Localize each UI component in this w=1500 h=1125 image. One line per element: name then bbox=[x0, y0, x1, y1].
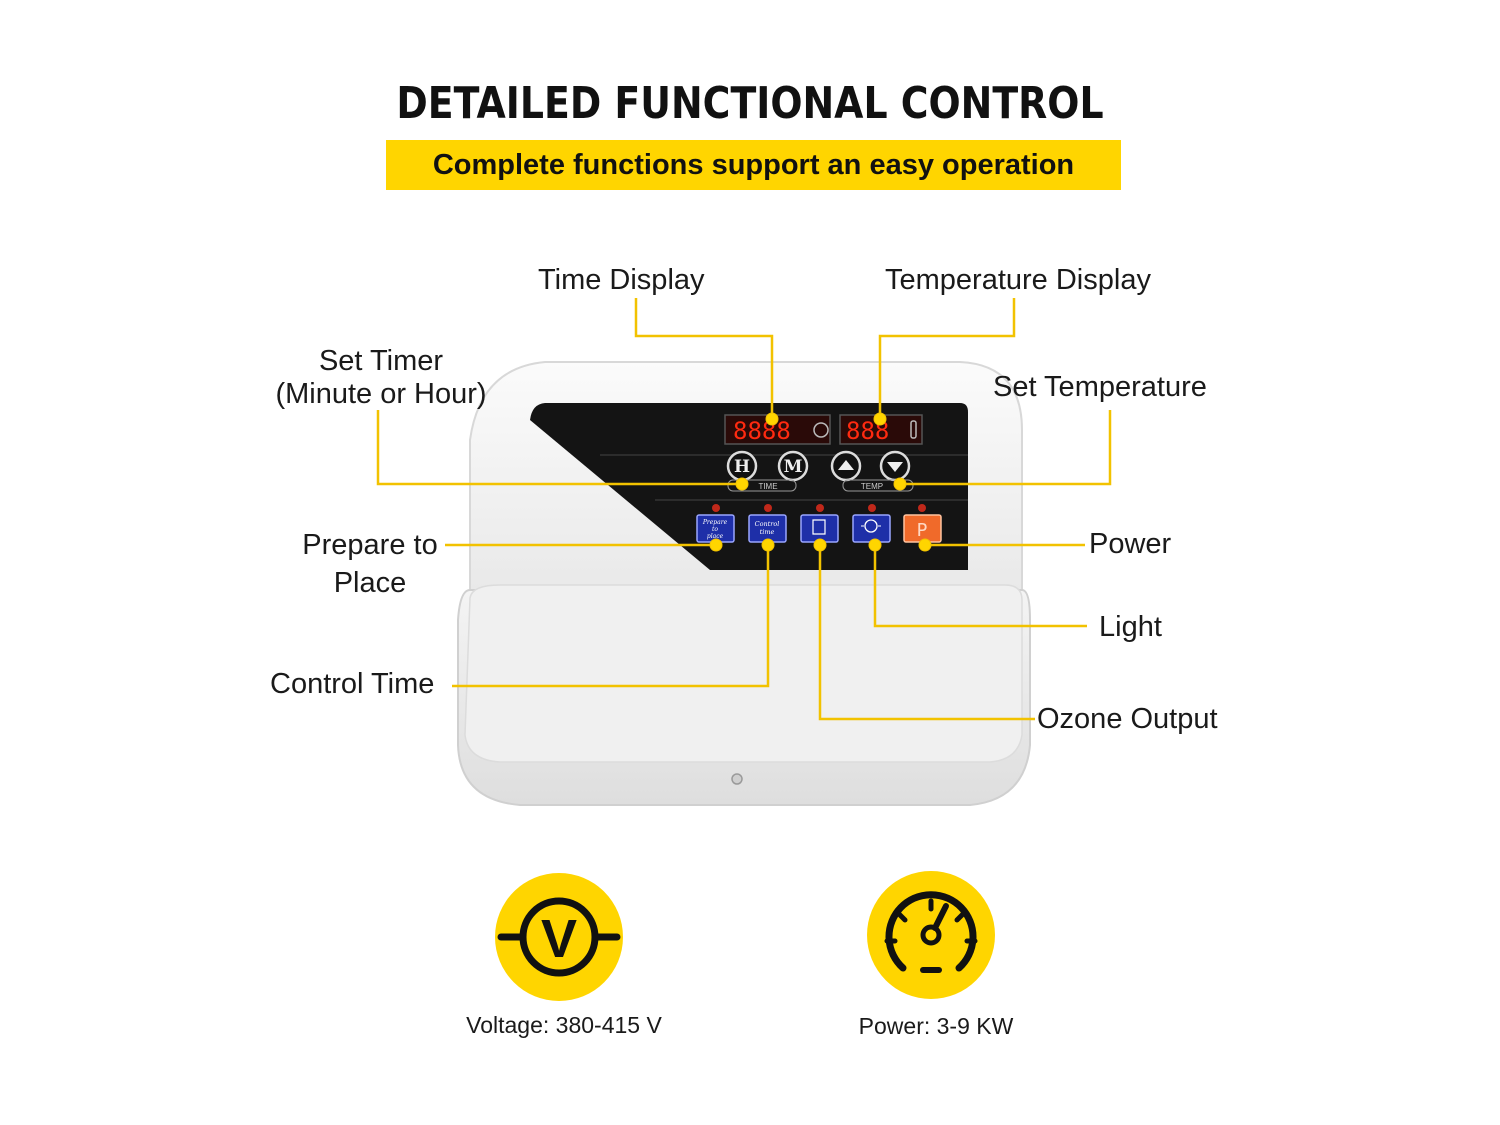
label-prepare-line1: Prepare to bbox=[302, 529, 438, 561]
label-set-timer-line2: (Minute or Hour) bbox=[275, 378, 487, 410]
thermometer-icon bbox=[910, 420, 917, 439]
label-time-display: Time Display bbox=[538, 264, 705, 296]
time-display-digits: 8888 bbox=[733, 417, 791, 445]
label-ozone-output: Ozone Output bbox=[1037, 703, 1218, 735]
button-control-time[interactable]: Control time bbox=[748, 514, 787, 543]
svg-text:time: time bbox=[760, 528, 775, 536]
label-prepare-to-place: Prepare to Place bbox=[290, 526, 450, 602]
button-power[interactable]: P bbox=[903, 514, 942, 543]
arrow-up-icon bbox=[838, 460, 854, 470]
button-minute[interactable]: M bbox=[777, 450, 809, 482]
label-set-timer: Set Timer (Minute or Hour) bbox=[265, 345, 497, 411]
button-minute-label: M bbox=[784, 457, 803, 477]
label-temperature-display: Temperature Display bbox=[885, 264, 1151, 296]
label-power: Power bbox=[1089, 528, 1172, 560]
subtitle-banner: Complete functions support an easy opera… bbox=[386, 140, 1121, 190]
voltage-symbol: V bbox=[541, 909, 577, 969]
button-power-label: P bbox=[917, 520, 928, 541]
ozone-icon bbox=[812, 519, 826, 535]
svg-text:to: to bbox=[712, 526, 718, 533]
clock-icon bbox=[813, 422, 829, 438]
button-ozone[interactable] bbox=[800, 514, 839, 543]
label-set-temperature: Set Temperature bbox=[993, 371, 1207, 403]
subtitle-text: Complete functions support an easy opera… bbox=[432, 148, 1075, 181]
temp-group-label: TEMP bbox=[861, 482, 883, 491]
button-light[interactable] bbox=[852, 514, 891, 543]
indicator-leds bbox=[712, 504, 926, 512]
button-hour-label: H bbox=[734, 457, 750, 477]
spec-voltage: Voltage: 380-415 V bbox=[466, 1012, 662, 1038]
svg-text:Prepare: Prepare bbox=[702, 519, 728, 526]
arrow-down-icon bbox=[887, 462, 903, 472]
button-prepare-to-place[interactable]: Prepare to place bbox=[696, 514, 735, 543]
label-control-time: Control Time bbox=[270, 668, 435, 700]
button-temp-down[interactable] bbox=[879, 450, 911, 482]
light-bulb-icon bbox=[864, 519, 878, 533]
label-prepare-line2: Place bbox=[333, 567, 407, 599]
label-light: Light bbox=[1099, 611, 1162, 643]
label-set-timer-line1: Set Timer bbox=[318, 345, 444, 377]
gauge-icon bbox=[867, 871, 995, 999]
button-temp-up[interactable] bbox=[830, 450, 862, 482]
leader-dots bbox=[709, 412, 932, 552]
button-hour[interactable]: H bbox=[726, 450, 758, 482]
svg-text:place: place bbox=[707, 533, 724, 540]
sensor-hole bbox=[731, 773, 743, 785]
time-group-label: TIME bbox=[758, 482, 777, 491]
leader-lines bbox=[376, 298, 1112, 721]
voltmeter-icon: V bbox=[495, 873, 623, 1001]
svg-text:Control: Control bbox=[755, 520, 780, 528]
spec-power: Power: 3-9 KW bbox=[858, 1013, 1014, 1039]
page-title: DETAILED FUNCTIONAL CONTROL bbox=[396, 78, 1104, 129]
